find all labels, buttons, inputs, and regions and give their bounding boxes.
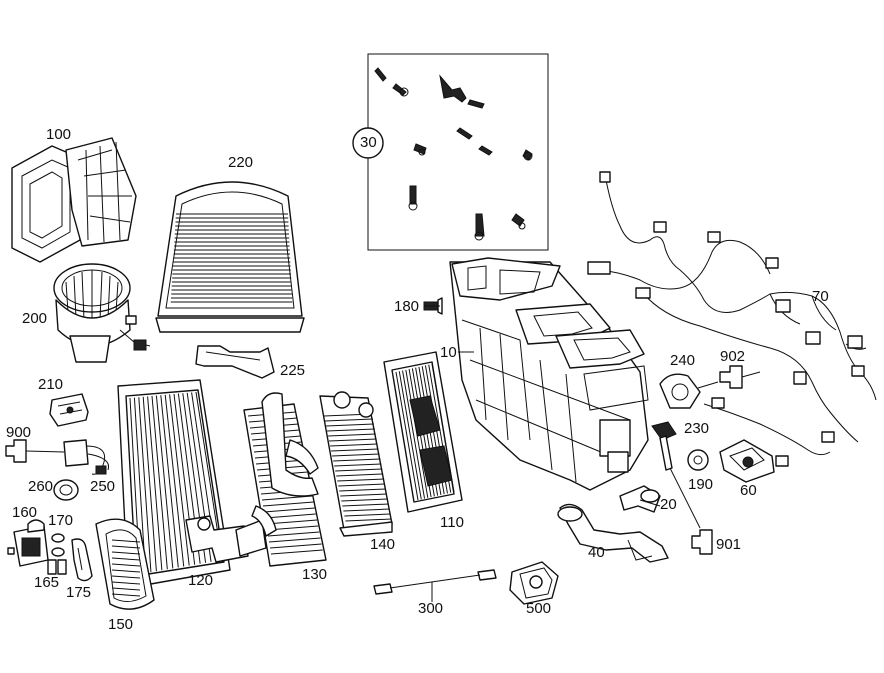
label-500: 500 xyxy=(526,600,552,617)
part-300-cable-strip xyxy=(373,569,497,602)
part-150-fan-housing xyxy=(95,518,155,610)
label-70: 70 xyxy=(812,288,829,305)
label-190: 190 xyxy=(688,476,714,493)
label-210: 210 xyxy=(38,376,64,393)
label-140: 140 xyxy=(370,536,396,553)
part-70-wiring-harness xyxy=(587,171,877,467)
label-200: 200 xyxy=(22,310,48,327)
label-20: 20 xyxy=(660,496,677,513)
label-165: 165 xyxy=(34,574,60,591)
leader-lines xyxy=(424,305,661,507)
label-260: 260 xyxy=(28,478,54,495)
part-100-blower-housing xyxy=(11,137,137,263)
part-30-fastener-set xyxy=(352,53,549,251)
label-120: 120 xyxy=(188,572,214,589)
part-165-plug xyxy=(47,559,67,575)
label-225: 225 xyxy=(280,362,306,379)
part-120-radiator xyxy=(117,379,254,589)
connector-tag-901-icon xyxy=(691,529,713,555)
label-230: 230 xyxy=(684,420,710,437)
label-901: 901 xyxy=(716,536,742,553)
part-260-grommet xyxy=(53,479,79,501)
label-160: 160 xyxy=(12,504,38,521)
label-220: 220 xyxy=(228,154,254,171)
label-170: 170 xyxy=(48,512,74,529)
label-902: 902 xyxy=(720,348,746,365)
part-20-elbow xyxy=(619,485,661,513)
label-130: 130 xyxy=(302,566,328,583)
label-240: 240 xyxy=(670,352,696,369)
part-230-sensor xyxy=(651,421,701,529)
label-300: 300 xyxy=(418,600,444,617)
part-175-clip xyxy=(71,538,93,582)
label-175: 175 xyxy=(66,584,92,601)
part-210-sensor-module xyxy=(49,393,89,427)
label-150: 150 xyxy=(108,616,134,633)
part-250-actuator-cable xyxy=(63,439,110,475)
label-180: 180 xyxy=(394,298,420,315)
connector-tag-900-icon xyxy=(5,439,65,463)
callout-30-circle xyxy=(352,127,384,159)
part-160-switch xyxy=(7,519,49,567)
part-10-hvac-housing xyxy=(449,257,649,491)
part-110-evaporator-frame xyxy=(383,351,463,513)
part-200-blower-motor xyxy=(53,263,151,363)
label-110: 110 xyxy=(440,514,464,531)
label-900: 900 xyxy=(6,424,32,441)
connector-tag-902-icon xyxy=(719,365,761,389)
label-30: 30 xyxy=(360,134,377,151)
label-10: 10 xyxy=(440,344,457,361)
part-240-actuator-motor xyxy=(659,373,719,409)
part-190-grommet xyxy=(687,449,709,471)
part-220-cabin-filter xyxy=(155,181,305,333)
label-250: 250 xyxy=(90,478,116,495)
part-60-control-valve xyxy=(719,439,775,483)
part-40-drain-hose xyxy=(557,503,669,563)
part-130-heater-core-pipes xyxy=(235,392,327,567)
part-500-valve xyxy=(509,561,559,605)
part-170-seal xyxy=(51,533,65,557)
part-140-heater-core xyxy=(319,391,393,537)
part-225-bracket xyxy=(195,345,275,379)
label-100: 100 xyxy=(46,126,72,143)
label-60: 60 xyxy=(740,482,757,499)
label-40: 40 xyxy=(588,544,605,561)
